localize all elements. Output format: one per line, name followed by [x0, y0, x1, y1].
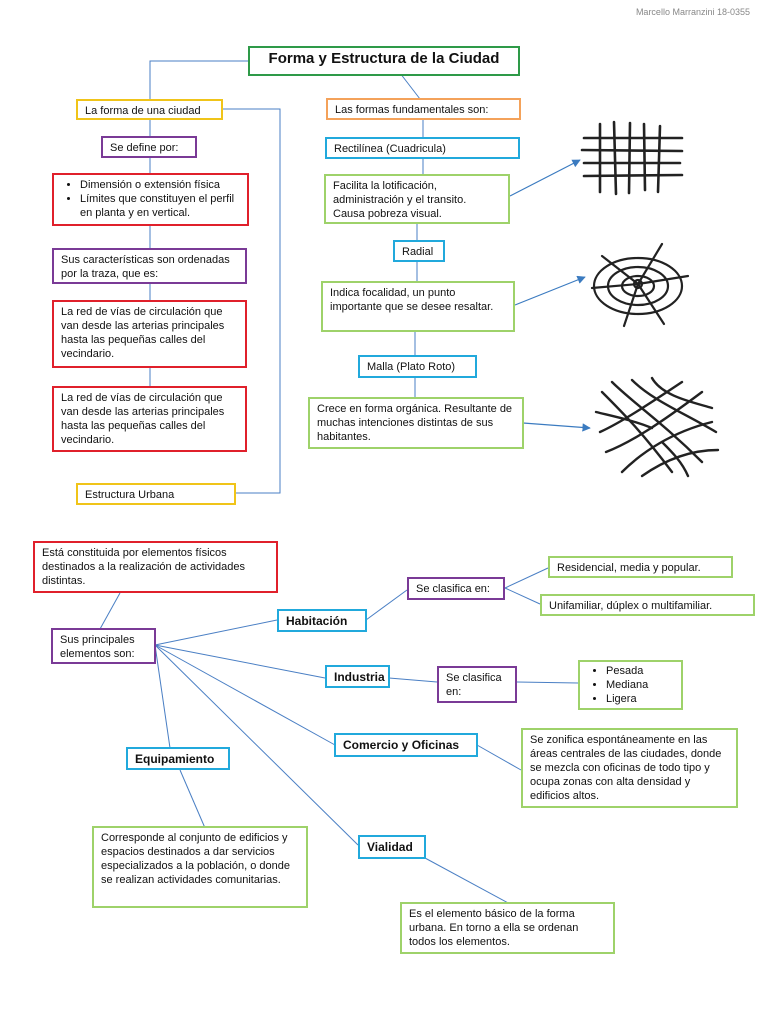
- page-title: Forma y Estructura de la Ciudad: [248, 46, 520, 76]
- vialidad-box: Vialidad: [358, 835, 426, 859]
- comercio-desc-box: Se zonifica espontáneamente en las áreas…: [521, 728, 738, 808]
- forma-ciudad-box: La forma de una ciudad: [76, 99, 223, 120]
- habitacion-box: Habitación: [277, 609, 367, 632]
- ind-clasifica-box: Se clasifica en:: [437, 666, 517, 703]
- malla-box: Malla (Plato Roto): [358, 355, 477, 378]
- author-label: Marcello Marranzini 18-0355: [635, 7, 750, 17]
- ind-item: Mediana: [606, 678, 677, 692]
- grid-sketch-icon: [580, 120, 684, 196]
- rectilinea-box: Rectilínea (Cuadricula): [325, 137, 520, 159]
- equipamiento-box: Equipamiento: [126, 747, 230, 770]
- caracteristicas-box: Sus características son ordenadas por la…: [52, 248, 247, 284]
- ind-items-list: Pesada Mediana Ligera: [584, 664, 677, 706]
- hab-item-2: Unifamiliar, dúplex o multifamiliar.: [540, 594, 755, 616]
- rectilinea-desc-box: Facilita la lotificación, administración…: [324, 174, 510, 224]
- malla-desc-box: Crece en forma orgánica. Resultante de m…: [308, 397, 524, 449]
- ind-item: Pesada: [606, 664, 677, 678]
- vialidad-desc-box: Es el elemento básico de la forma urbana…: [400, 902, 615, 954]
- mesh-sketch-icon: [594, 376, 720, 478]
- red-vias-box-2: La red de vías de circulación que van de…: [52, 386, 247, 452]
- estructura-urbana-box: Estructura Urbana: [76, 483, 236, 505]
- ind-items-box: Pesada Mediana Ligera: [578, 660, 683, 710]
- ind-item: Ligera: [606, 692, 677, 706]
- radial-box: Radial: [393, 240, 445, 262]
- hab-item-1: Residencial, media y popular.: [548, 556, 733, 578]
- industria-box: Industria: [325, 665, 390, 688]
- define-item: Dimensión o extensión física: [80, 178, 243, 192]
- se-define-box: Se define por:: [101, 136, 197, 158]
- red-vias-box-1: La red de vías de circulación que van de…: [52, 300, 247, 368]
- define-items-list: Dimensión o extensión física Límites que…: [58, 178, 243, 220]
- define-items-box: Dimensión o extensión física Límites que…: [52, 173, 249, 226]
- equipamiento-desc-box: Corresponde al conjunto de edificios y e…: [92, 826, 308, 908]
- define-item: Límites que constituyen el perfil en pla…: [80, 192, 243, 220]
- hab-clasifica-box: Se clasifica en:: [407, 577, 505, 600]
- comercio-box: Comercio y Oficinas: [334, 733, 478, 757]
- estructura-desc-box: Está constituida por elementos físicos d…: [33, 541, 278, 593]
- principales-box: Sus principales elementos son:: [51, 628, 156, 664]
- radial-sketch-icon: [590, 242, 690, 328]
- formas-fundamentales-box: Las formas fundamentales son:: [326, 98, 521, 120]
- radial-desc-box: Indica focalidad, un punto importante qu…: [321, 281, 515, 332]
